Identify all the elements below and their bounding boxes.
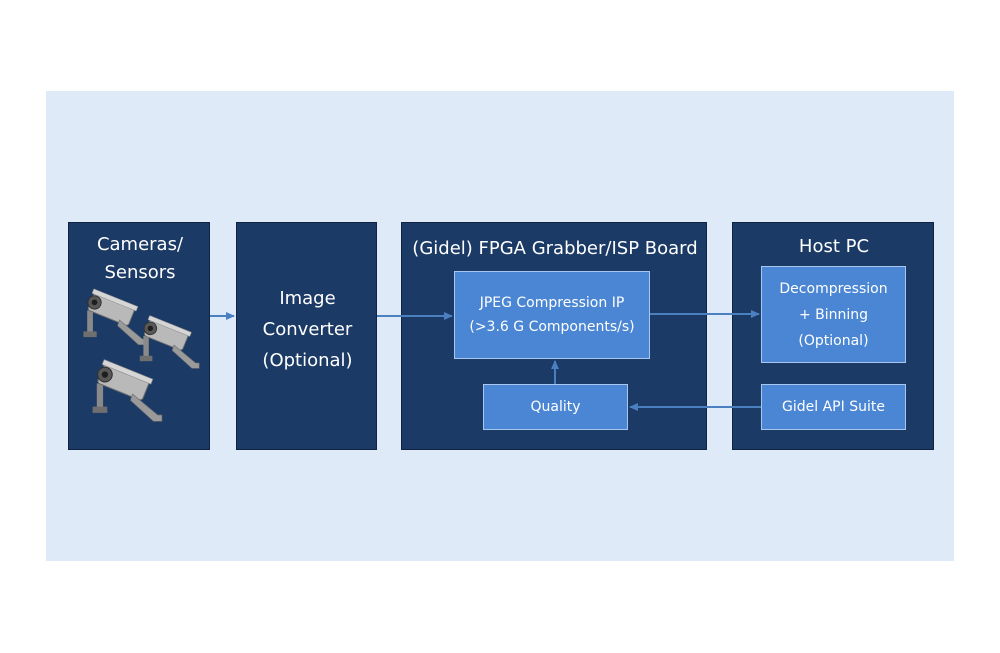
jpeg-compression-box: JPEG Compression IP (>3.6 G Components/s… <box>454 271 650 359</box>
cameras-sensors-block: Cameras/ Sensors <box>68 222 210 450</box>
host-pc-title: Host PC <box>798 236 870 257</box>
image-converter-block: Image Converter (Optional) <box>236 222 377 450</box>
image-converter-title: Image Converter (Optional) <box>262 288 353 371</box>
fpga-board-title: (Gidel) FPGA Grabber/ISP Board <box>412 238 698 259</box>
decompression-box: Decompression + Binning (Optional) <box>761 266 906 363</box>
cameras-sensors-title: Cameras/ Sensors <box>96 234 184 283</box>
gidel-api-suite-box: Gidel API Suite <box>761 384 906 430</box>
ycbcr-label: YCbCr <box>405 292 447 308</box>
quality-box: Quality <box>483 384 628 430</box>
